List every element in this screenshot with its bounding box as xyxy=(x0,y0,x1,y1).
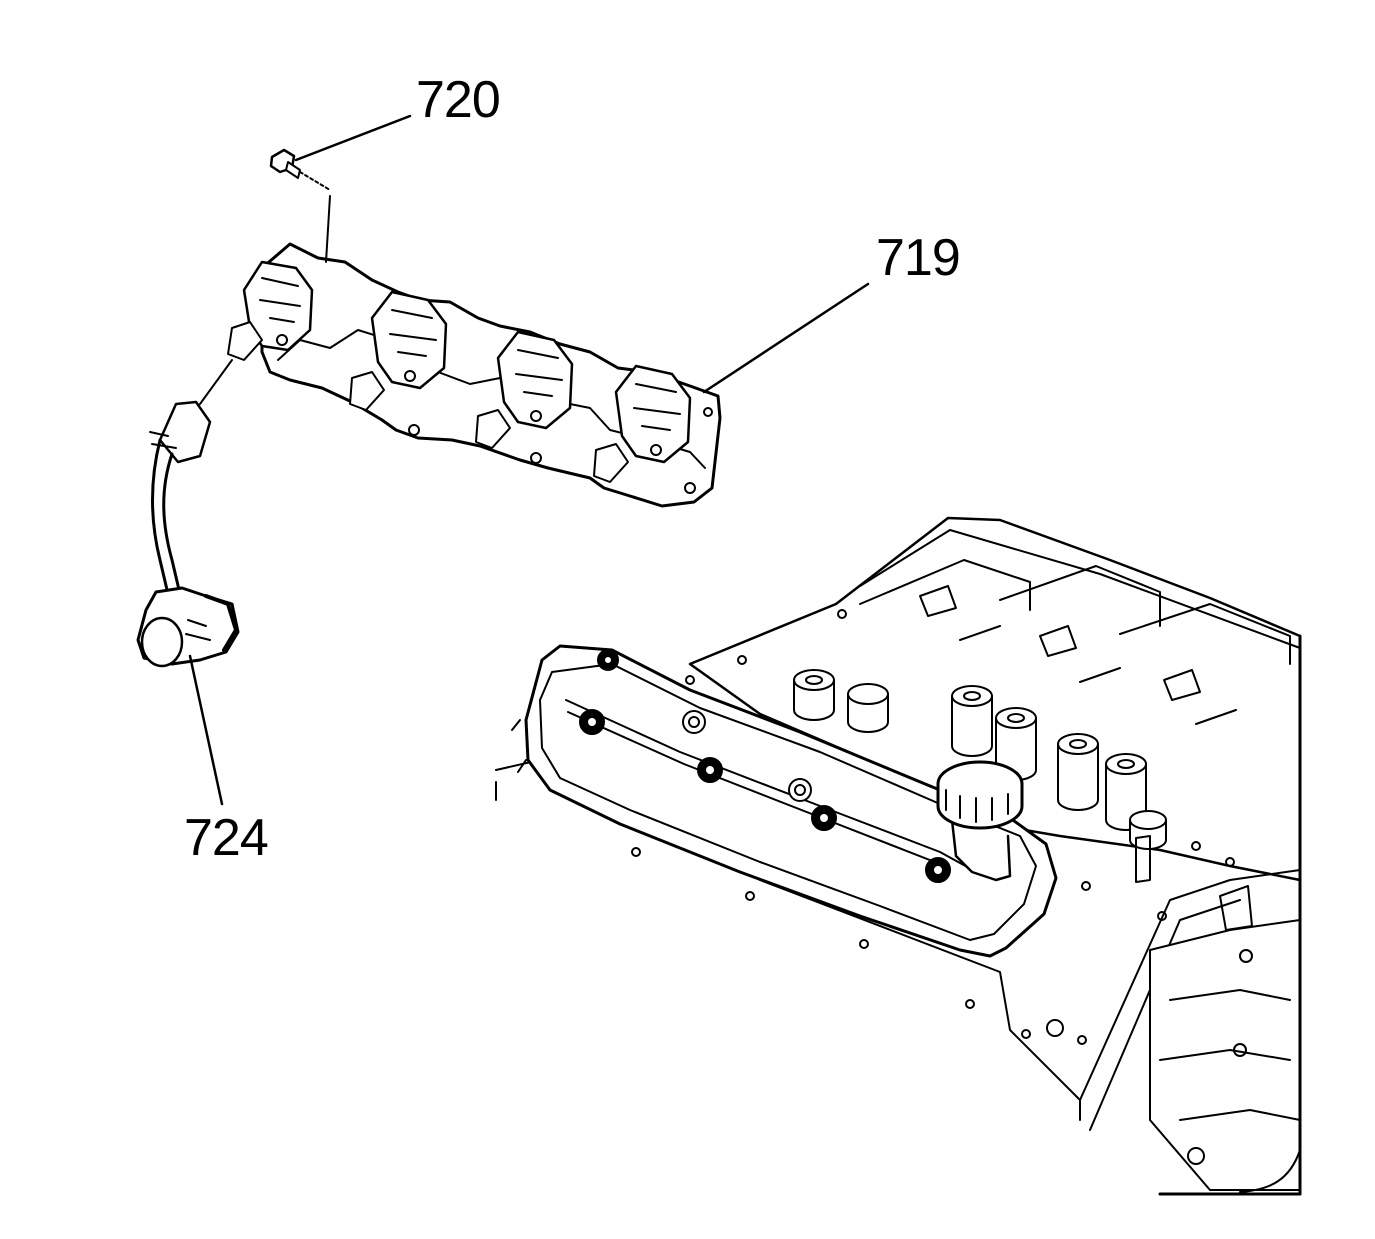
coil-wire-724 xyxy=(138,360,238,666)
engine-block xyxy=(496,518,1300,1194)
oil-filler-cap xyxy=(938,762,1022,880)
callout-720: 720 xyxy=(416,71,501,129)
leader-lines xyxy=(190,116,868,804)
coil-studs xyxy=(580,650,950,882)
callout-724: 724 xyxy=(184,809,269,867)
callout-719: 719 xyxy=(876,229,961,287)
lifter-bores xyxy=(794,670,1166,849)
valve-cover xyxy=(512,646,1056,956)
coil-bracket-719 xyxy=(228,244,720,506)
leader-720 xyxy=(296,116,410,160)
leader-719 xyxy=(704,284,868,392)
bolt-720 xyxy=(271,150,330,190)
leader-724 xyxy=(190,656,222,804)
